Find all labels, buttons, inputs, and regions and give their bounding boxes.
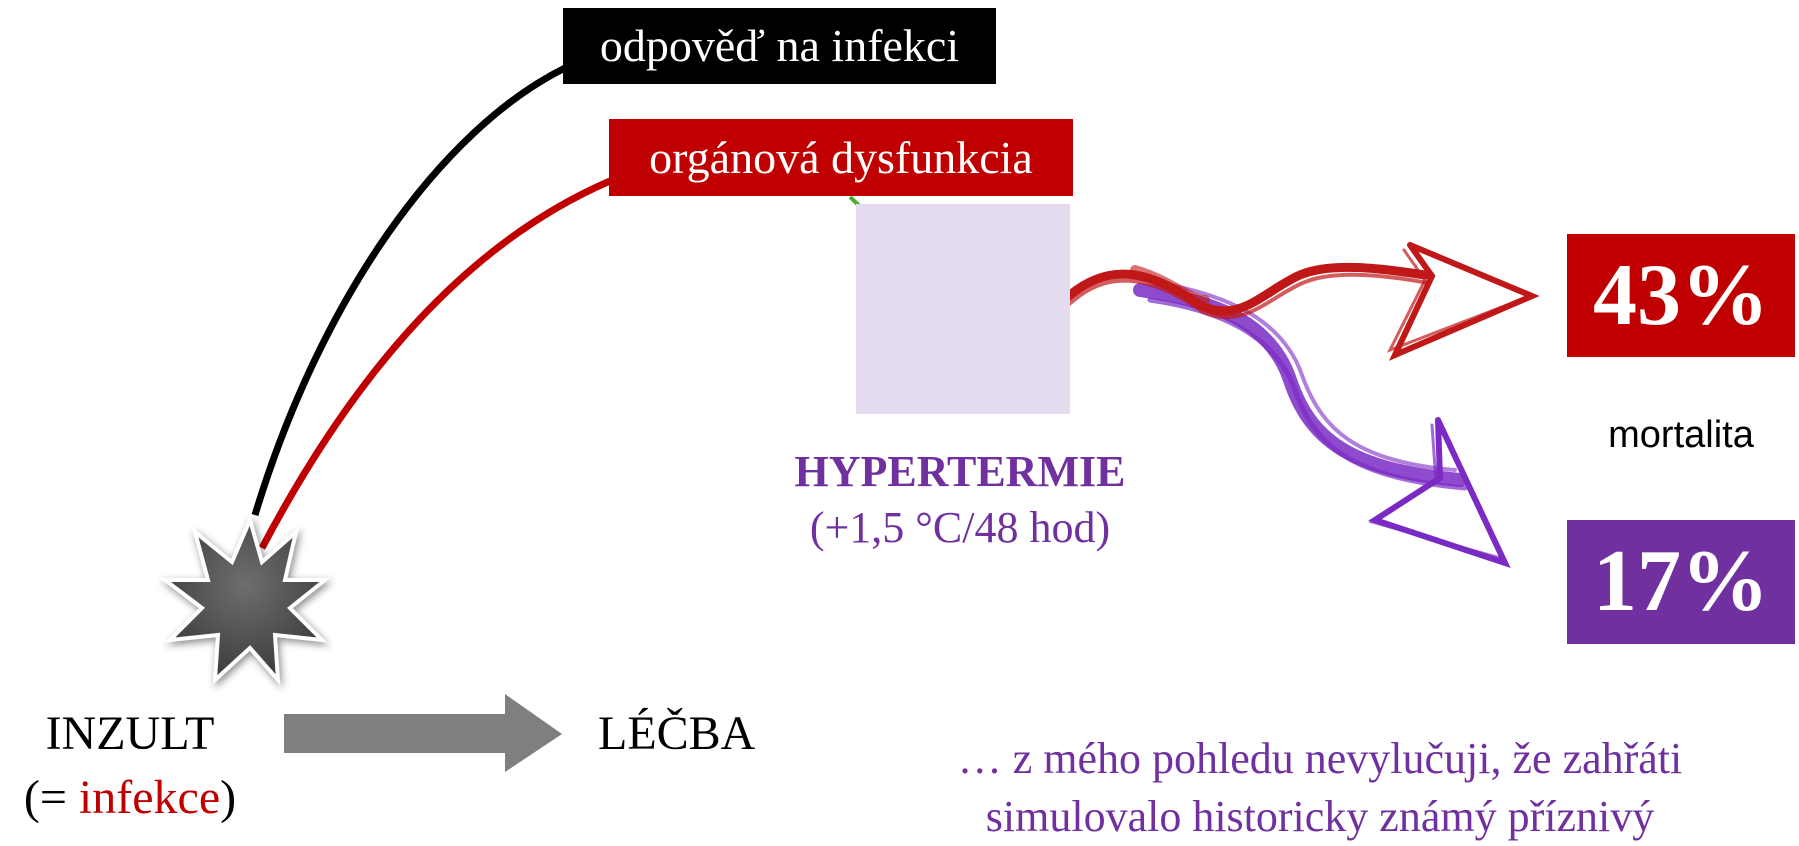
infection-response-curve <box>251 64 567 517</box>
mortality-label: mortalita <box>1608 414 1754 456</box>
insult-detail: (= infekce) <box>0 770 260 825</box>
hyperthermia-zone <box>856 204 1070 414</box>
insult-detail-open: (= <box>23 771 79 824</box>
footnote-line-1: … z mého pohledu nevylučuji, že zahřáti <box>957 734 1683 783</box>
infection-response-label: odpověď na infekci <box>563 8 996 84</box>
purple-trajectory-arrow <box>1133 281 1511 569</box>
insult-label: INZULT <box>45 707 215 760</box>
treatment-label: LÉČBA <box>598 707 756 760</box>
hyperthermia-detail: (+1,5 °C/48 hod) <box>809 503 1111 552</box>
insult-detail-close: ) <box>220 771 237 824</box>
insult-detail-word: infekce <box>78 771 221 824</box>
footnote-line-2: simulovalo historicky známý příznivý <box>985 792 1655 841</box>
starburst-icon <box>159 514 331 686</box>
organ-dysfunction-label: orgánová dysfunkcia <box>609 119 1073 196</box>
mortality-hyperthermia-badge: 17% <box>1567 520 1795 644</box>
diagram: odpověď na infekci orgánová dysfunkcia H… <box>0 8 1795 841</box>
hyperthermia-title: HYPERTERMIE <box>794 447 1126 496</box>
organ-dysfunction-curve <box>258 177 612 550</box>
mortality-untreated-badge: 43% <box>1567 234 1795 357</box>
right-arrow-icon <box>284 694 562 772</box>
